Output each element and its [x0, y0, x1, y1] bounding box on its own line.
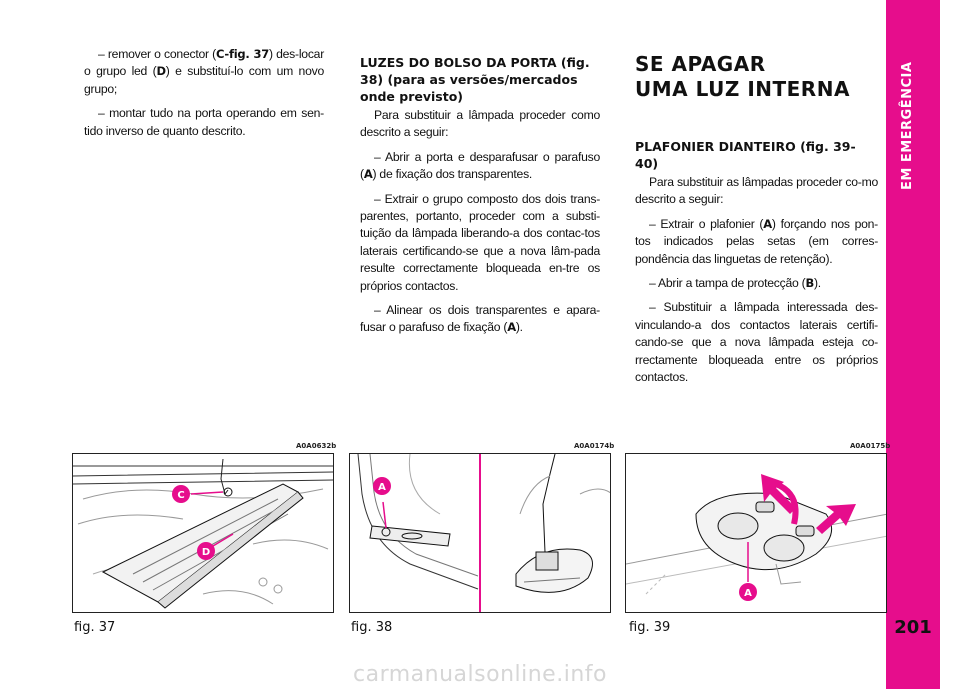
figure-caption: fig. 39 [629, 620, 671, 635]
page-number: 201 [894, 617, 932, 638]
paragraph: – Alinear os dois transparentes e apara-… [360, 303, 600, 335]
watermark: carmanualsonline.info [353, 662, 607, 687]
text-column-1: – remover o conector (C-fig. 37) des-loc… [84, 46, 324, 147]
paragraph: – Extrair o grupo composto dos dois tran… [360, 191, 600, 293]
figure-marker: C [172, 485, 190, 503]
paragraph: Para substituir as lâmpadas proceder co-… [635, 175, 878, 207]
section-heading: PLAFONIER DIANTEIRO (fig. 39-40) [635, 139, 856, 171]
section-title: EM EMERGÊNCIA [900, 61, 915, 190]
figure-marker: D [197, 542, 215, 560]
figure-marker: A [373, 477, 391, 495]
figure-caption: fig. 37 [74, 620, 116, 635]
text-column-2: LUZES DO BOLSO DA PORTA (fig. 38) (para … [360, 54, 600, 344]
section-heading: LUZES DO BOLSO DA PORTA (fig. 38) (para … [360, 55, 590, 104]
figure-37-illustration: C D [72, 453, 334, 613]
paragraph: Para substituir a lâmpada proceder como … [360, 108, 600, 140]
figure-code: A0A0632b [296, 442, 337, 450]
svg-text:A: A [744, 588, 752, 599]
paragraph: – Extrair o plafonier (A) forçando nos p… [635, 216, 878, 266]
figure-code: A0A0174b [574, 442, 615, 450]
paragraph: – Abrir a tampa de protecção (B). [649, 276, 821, 291]
figure-39-illustration: A [625, 453, 887, 613]
figure-marker: A [739, 583, 757, 601]
figure-caption: fig. 38 [351, 620, 393, 635]
paragraph: – Abrir a porta e desparafusar o parafus… [360, 149, 600, 182]
section-sidebar [886, 0, 940, 689]
paragraph: – montar tudo na porta operando em sen-t… [84, 106, 324, 138]
svg-text:A: A [378, 482, 386, 493]
paragraph: – remover o conector (C-fig. 37) des-loc… [84, 47, 325, 96]
paragraph: – Substituir a lâmpada interessada des-v… [635, 300, 878, 385]
figure-38-illustration: A [349, 453, 611, 613]
svg-text:C: C [177, 490, 184, 501]
figure-code: A0A0175b [850, 442, 891, 450]
svg-text:D: D [202, 547, 210, 558]
